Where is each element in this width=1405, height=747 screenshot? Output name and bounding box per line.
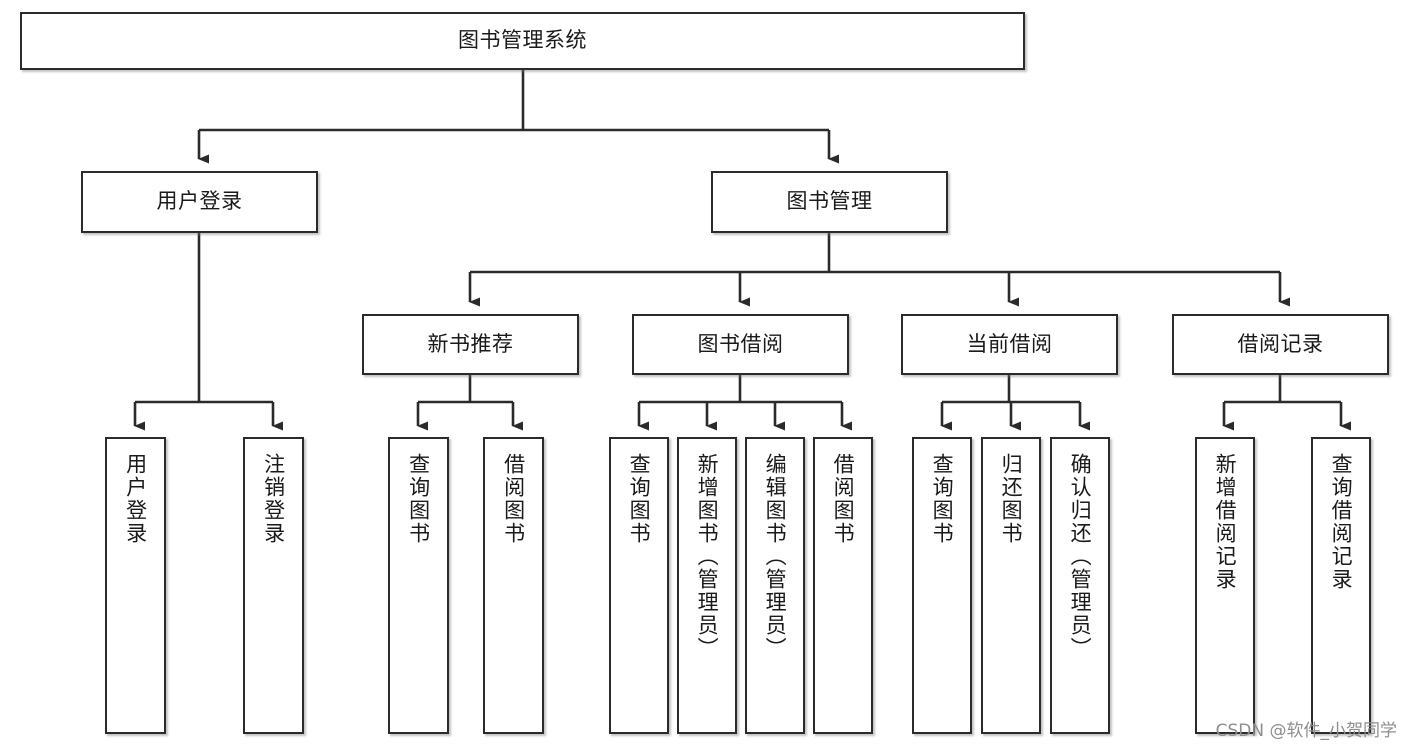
node-leaf-add-borrow-record-label: 新增借阅记录 — [1213, 453, 1238, 591]
node-new-book-recommendation-label: 新书推荐 — [427, 331, 514, 356]
node-root-system[interactable]: 图书管理系统 — [20, 12, 1025, 70]
node-leaf-confirm-return-admin[interactable]: 确认归还（管理员） — [1050, 437, 1110, 734]
node-leaf-return-book-label: 归还图书 — [999, 453, 1024, 545]
node-book-management[interactable]: 图书管理 — [711, 171, 948, 233]
node-leaf-query-book-borrow-label: 查询图书 — [627, 453, 652, 545]
node-leaf-query-book-rec-label: 查询图书 — [406, 453, 431, 545]
node-leaf-add-book-admin-label: 新增图书（管理员） — [695, 453, 720, 660]
node-leaf-user-login-label: 用户登录 — [123, 453, 148, 545]
node-book-borrowing[interactable]: 图书借阅 — [632, 314, 849, 375]
node-leaf-return-book[interactable]: 归还图书 — [981, 437, 1041, 734]
node-current-borrowing[interactable]: 当前借阅 — [901, 314, 1118, 375]
node-user-login-label: 用户登录 — [156, 189, 243, 214]
node-new-book-recommendation[interactable]: 新书推荐 — [362, 314, 579, 375]
node-leaf-query-book-rec[interactable]: 查询图书 — [388, 437, 449, 734]
node-leaf-query-book-current[interactable]: 查询图书 — [912, 437, 972, 734]
node-leaf-logout-label: 注销登录 — [261, 453, 286, 545]
node-leaf-borrow-book-rec[interactable]: 借阅图书 — [483, 437, 544, 734]
node-root-system-label: 图书管理系统 — [458, 28, 587, 53]
node-leaf-borrow-book-rec-label: 借阅图书 — [501, 453, 526, 545]
node-leaf-add-borrow-record[interactable]: 新增借阅记录 — [1195, 437, 1255, 734]
node-borrowing-record-label: 借阅记录 — [1237, 331, 1324, 356]
node-leaf-query-borrow-record[interactable]: 查询借阅记录 — [1311, 437, 1371, 734]
node-leaf-borrow-book[interactable]: 借阅图书 — [813, 437, 873, 734]
node-leaf-query-borrow-record-label: 查询借阅记录 — [1329, 453, 1354, 591]
node-user-login[interactable]: 用户登录 — [81, 171, 318, 233]
node-leaf-edit-book-admin[interactable]: 编辑图书（管理员） — [745, 437, 805, 734]
node-leaf-logout[interactable]: 注销登录 — [243, 437, 304, 734]
node-leaf-edit-book-admin-label: 编辑图书（管理员） — [763, 453, 788, 660]
node-book-management-label: 图书管理 — [786, 189, 873, 214]
node-leaf-borrow-book-label: 借阅图书 — [831, 453, 856, 545]
node-borrowing-record[interactable]: 借阅记录 — [1172, 314, 1389, 375]
node-leaf-query-book-borrow[interactable]: 查询图书 — [609, 437, 669, 734]
node-leaf-add-book-admin[interactable]: 新增图书（管理员） — [677, 437, 737, 734]
node-leaf-confirm-return-admin-label: 确认归还（管理员） — [1068, 453, 1093, 660]
node-current-borrowing-label: 当前借阅 — [966, 331, 1053, 356]
node-leaf-query-book-current-label: 查询图书 — [930, 453, 955, 545]
csdn-watermark: CSDN @软件_小贺同学 — [1215, 721, 1397, 741]
node-leaf-user-login[interactable]: 用户登录 — [105, 437, 166, 734]
node-book-borrowing-label: 图书借阅 — [697, 331, 784, 356]
